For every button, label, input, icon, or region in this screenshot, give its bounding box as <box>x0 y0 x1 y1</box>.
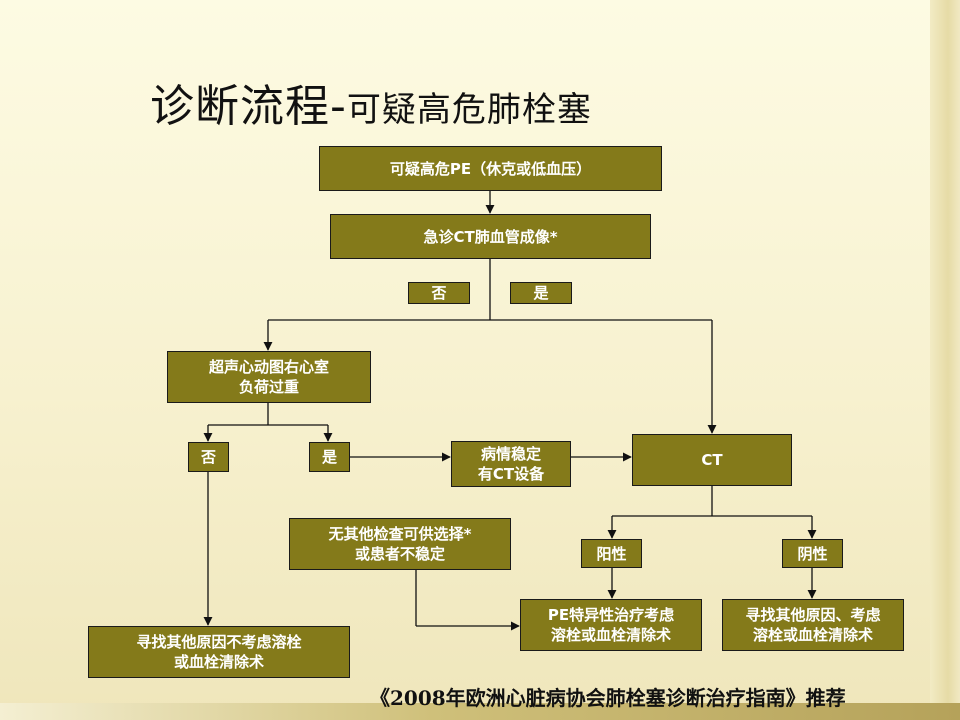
node-top-yes-label: 是 <box>533 284 549 302</box>
node-emergency-ct-angiography: 急诊CT肺血管成像* <box>330 214 651 259</box>
node-pe-line2: 溶栓或血栓清除术 <box>550 626 671 644</box>
node-echo-line2: 负荷过重 <box>238 378 299 396</box>
node-echo-yes-label: 是 <box>321 448 337 466</box>
node-find-other-no-thrombolysis: 寻找其他原因不考虑溶栓 或血栓清除术 <box>88 626 350 678</box>
slide-title-sub: 可疑高危肺栓塞 <box>346 90 592 130</box>
decorative-bottom-bar <box>0 703 960 720</box>
node-stable-line2: 有CT设备 <box>477 465 545 483</box>
node-positive-label: 阳性 <box>596 544 627 563</box>
node-pe-specific-treatment: PE特异性治疗考虑 溶栓或血栓清除术 <box>520 599 702 651</box>
node-echo-line1: 超声心动图右心室 <box>208 358 329 376</box>
node-neg-line1: 寻找其他原因、考虑 <box>745 606 881 624</box>
node-echo-yes: 是 <box>309 442 350 472</box>
node-noother-line2: 或患者不稳定 <box>354 545 445 563</box>
node-suspected-high-risk-pe: 可疑高危PE（休克或低血压） <box>319 146 662 191</box>
node-echo-no: 否 <box>188 442 229 472</box>
node-no-other-test: 无其他检查可供选择* 或患者不稳定 <box>289 518 511 570</box>
node-negative: 阴性 <box>782 539 843 568</box>
node-pe-line1: PE特异性治疗考虑 <box>547 606 675 624</box>
node-positive: 阳性 <box>581 539 642 568</box>
node-neg-line2: 溶栓或血栓清除术 <box>752 626 873 644</box>
node-echocardiography: 超声心动图右心室 负荷过重 <box>167 351 371 403</box>
node-ct: CT <box>632 434 792 486</box>
node-noother-line1: 无其他检查可供选择* <box>328 525 472 543</box>
slide-title-main: 诊断流程- <box>150 81 347 132</box>
node-stable-ct-available: 病情稳定 有CT设备 <box>451 441 571 487</box>
node-ct-label: CT <box>701 451 723 469</box>
slide-title: 诊断流程-可疑高危肺栓塞 <box>150 70 592 134</box>
node-top-yes: 是 <box>510 282 572 304</box>
node-findother-line1: 寻找其他原因不考虑溶栓 <box>136 633 302 651</box>
node-stable-line1: 病情稳定 <box>480 445 541 463</box>
node-suspected-label: 可疑高危PE（休克或低血压） <box>389 159 592 178</box>
decorative-right-strip <box>930 0 960 720</box>
node-top-no: 否 <box>408 282 470 304</box>
node-findother-line2: 或血栓清除术 <box>173 653 264 671</box>
source-footer: 《2008年欧洲心脏病协会肺栓塞诊断治疗指南》推荐 <box>370 686 846 710</box>
node-find-other-consider-thrombolysis: 寻找其他原因、考虑 溶栓或血栓清除术 <box>722 599 904 651</box>
node-negative-label: 阴性 <box>797 544 828 563</box>
node-top-no-label: 否 <box>431 284 447 302</box>
node-echo-no-label: 否 <box>200 448 216 466</box>
node-ct-angio-label: 急诊CT肺血管成像* <box>423 227 558 246</box>
